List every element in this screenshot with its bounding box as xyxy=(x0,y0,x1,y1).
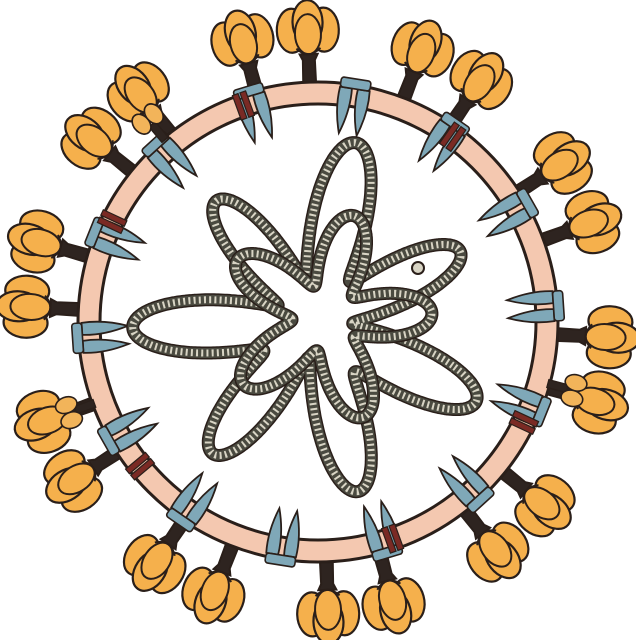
rna-tail-end xyxy=(412,262,424,274)
